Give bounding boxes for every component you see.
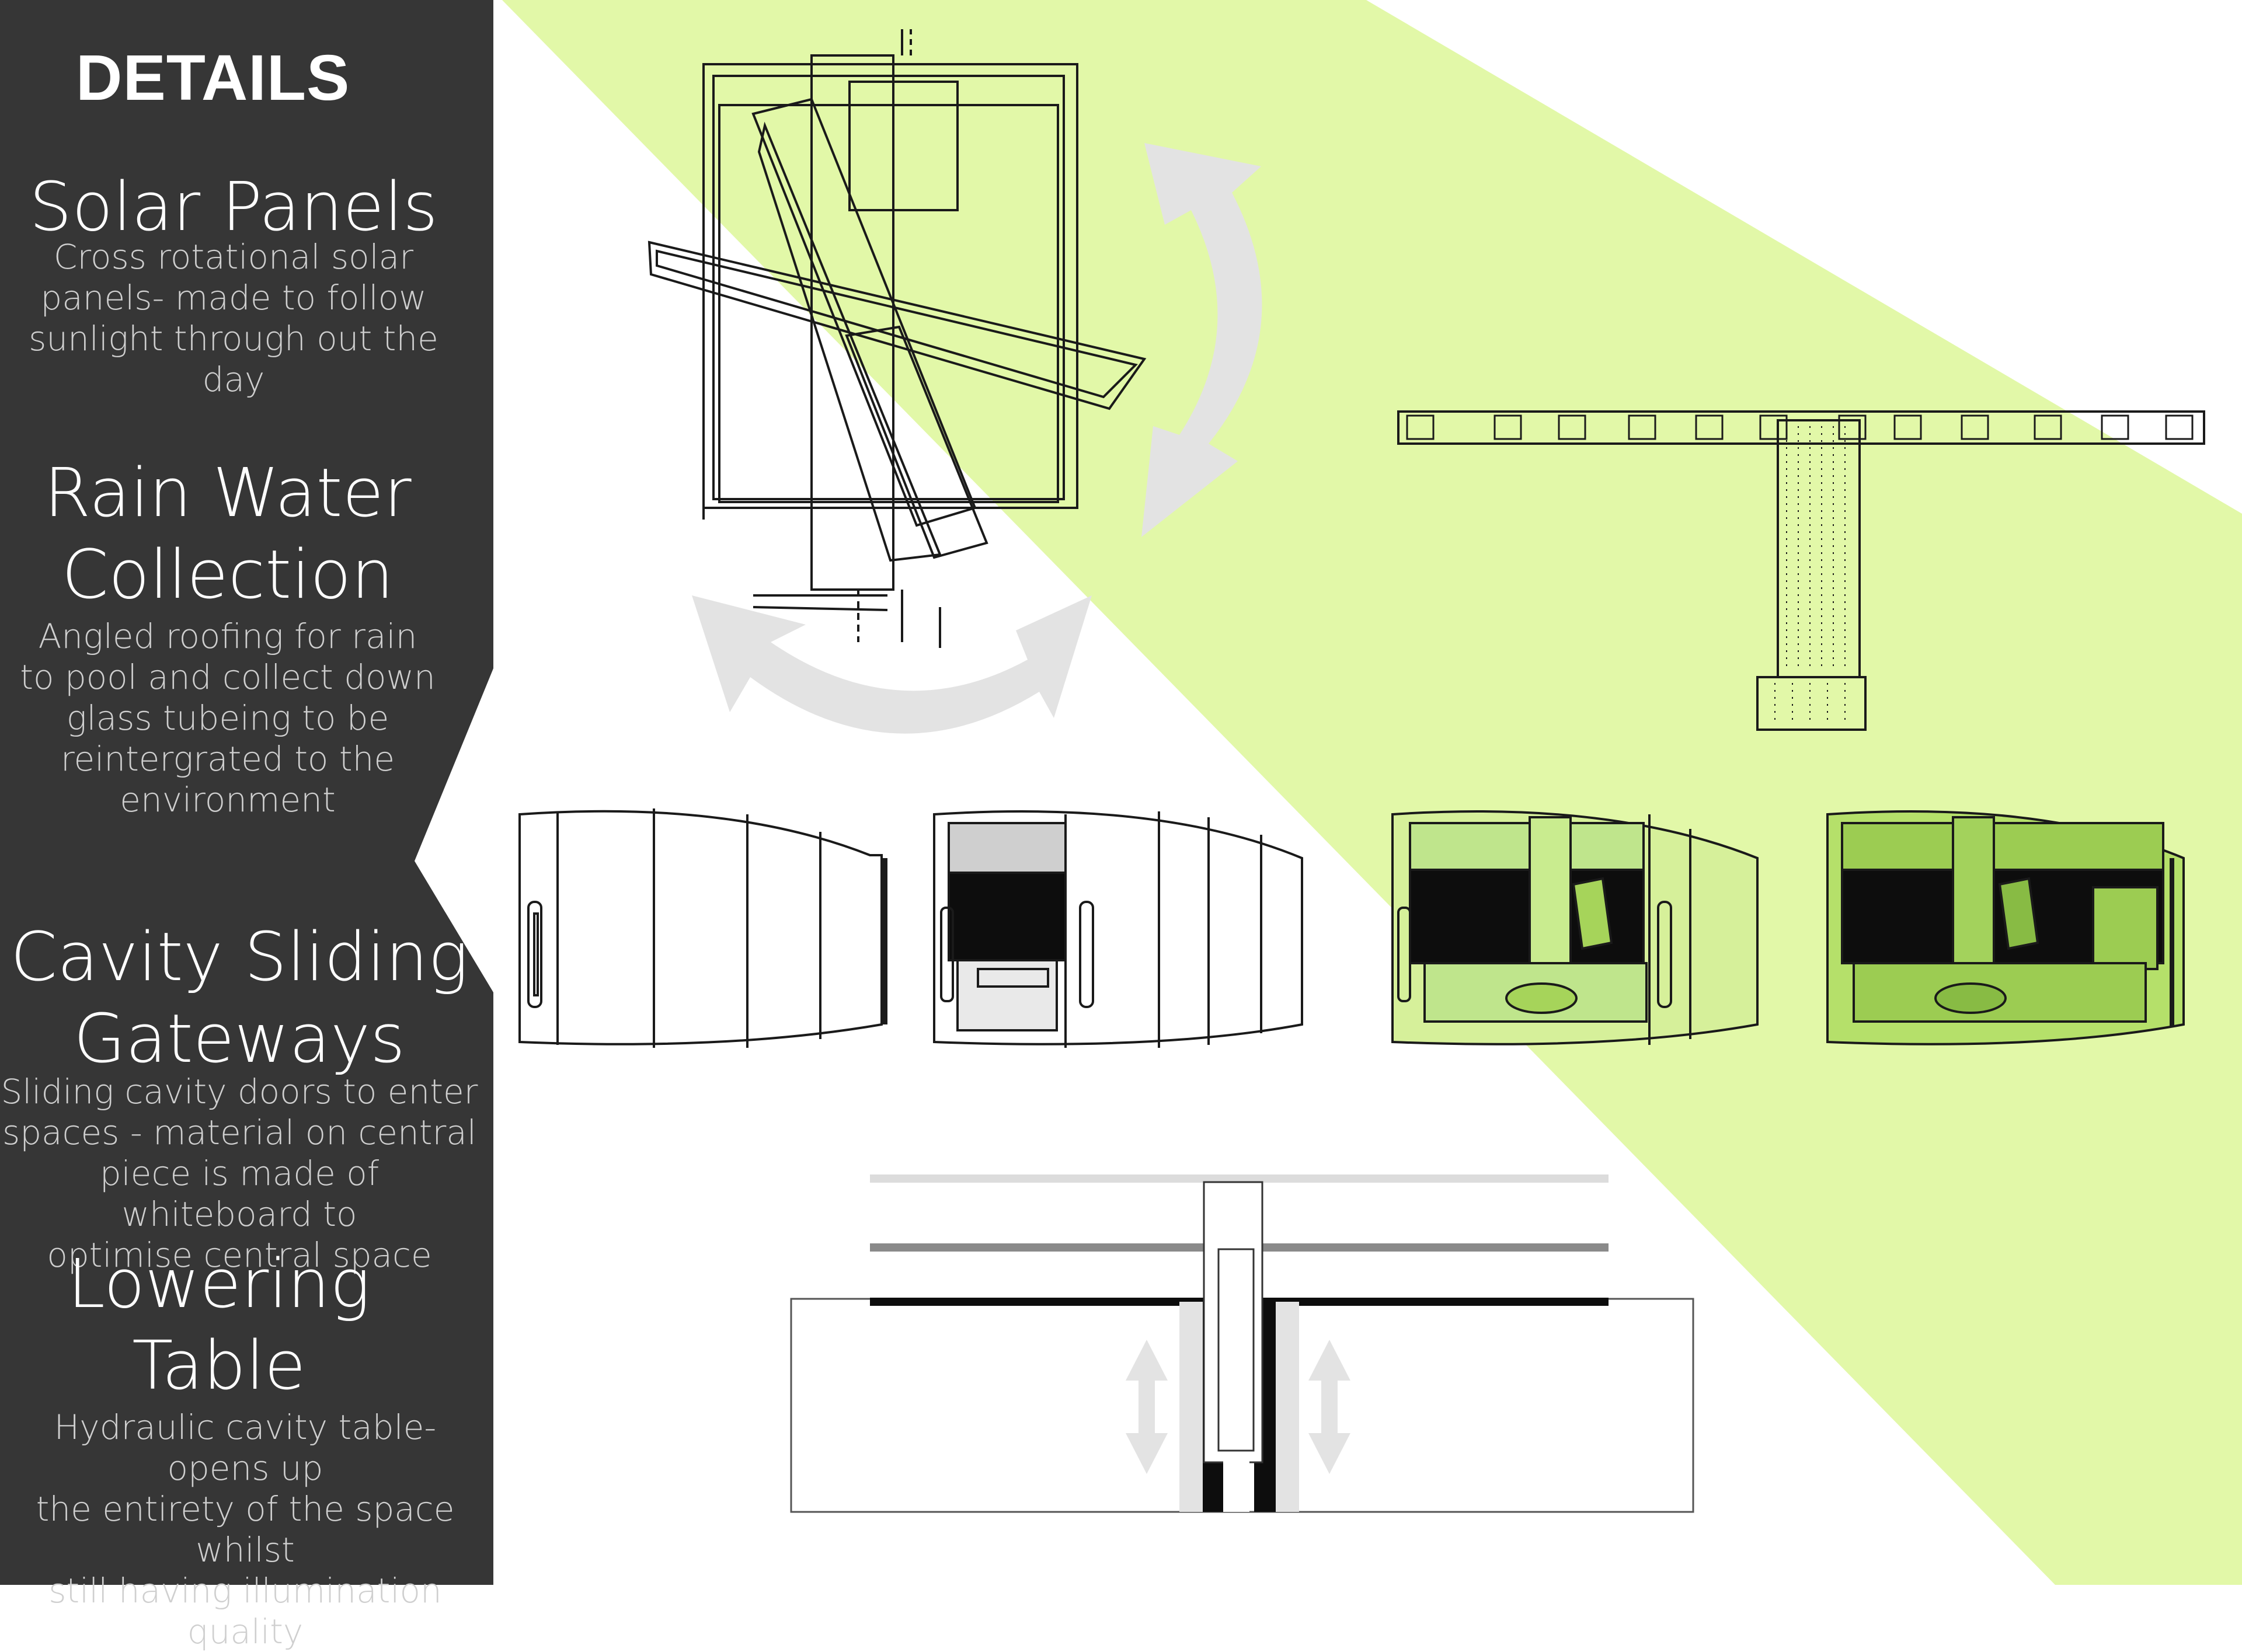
solar-panel-sketch <box>647 29 1147 648</box>
section-description-line: Angled roofing for rain <box>38 616 417 656</box>
rotation-arrow-horizontal-icon <box>692 595 1092 734</box>
page-title: DETAILS <box>76 42 350 114</box>
elevation-sketch <box>1397 410 2205 731</box>
pod-closed-sketch <box>518 808 887 1048</box>
pod-open-tinted-sketch <box>1391 810 1759 1045</box>
section-solar-panels: Solar Panels Cross rotational solar pane… <box>12 166 455 400</box>
section-title-line: Table <box>132 1327 306 1405</box>
section-description-line: optimise central space <box>47 1235 432 1275</box>
section-description-line: Hydraulic cavity table- opens up <box>54 1407 437 1488</box>
section-title-line: Lowering <box>67 1245 371 1323</box>
section-description-line: environment <box>120 780 336 820</box>
section-rain-water-collection: Rain Water Collection Angled roofing for… <box>6 452 450 820</box>
section-title-line: Collection <box>61 536 394 614</box>
section-description-line: reintergrated to the <box>60 739 395 779</box>
section-description-line: day <box>202 360 265 399</box>
section-description-line: still having illumination quality <box>48 1571 442 1651</box>
section-description-line: Sliding cavity doors to enter <box>1 1072 478 1111</box>
section-description-line: piece is made of whiteboard to <box>99 1153 380 1234</box>
section-description-line: panels- made to follow <box>40 278 427 318</box>
section-description-line: the entirety of the space whilst <box>36 1489 455 1570</box>
section-description-line: spaces - material on central <box>2 1113 476 1152</box>
section-lowering-table: Lowering Table Hydraulic cavity table- o… <box>0 1243 490 1652</box>
pod-fully-tinted-sketch <box>1826 810 2185 1045</box>
section-title-line: Cavity Sliding <box>10 918 469 996</box>
sidebar-panel <box>0 0 493 1585</box>
section-description-line: sunlight through out the <box>29 319 438 358</box>
section-description-line: Cross rotational solar <box>53 237 414 277</box>
up-down-arrow-right-icon <box>1308 1340 1350 1474</box>
up-down-arrow-left-icon <box>1126 1340 1168 1474</box>
section-title-line: Rain Water <box>44 454 412 532</box>
section-cavity-sliding-gateways: Cavity Sliding Gateways Sliding cavity d… <box>0 916 479 1275</box>
section-description-line: to pool and collect down <box>20 657 436 697</box>
details-board <box>0 0 2242 1585</box>
section-description-line: glass tubeing to be <box>66 698 389 738</box>
lowering-table-section <box>790 1174 1694 1513</box>
section-title: Solar Panels <box>29 168 438 246</box>
section-title-line: Gateways <box>74 1000 405 1078</box>
rotation-arrow-vertical-icon <box>1141 143 1262 537</box>
pod-half-open-sketch <box>933 810 1303 1048</box>
highlight-band <box>502 0 2242 1585</box>
